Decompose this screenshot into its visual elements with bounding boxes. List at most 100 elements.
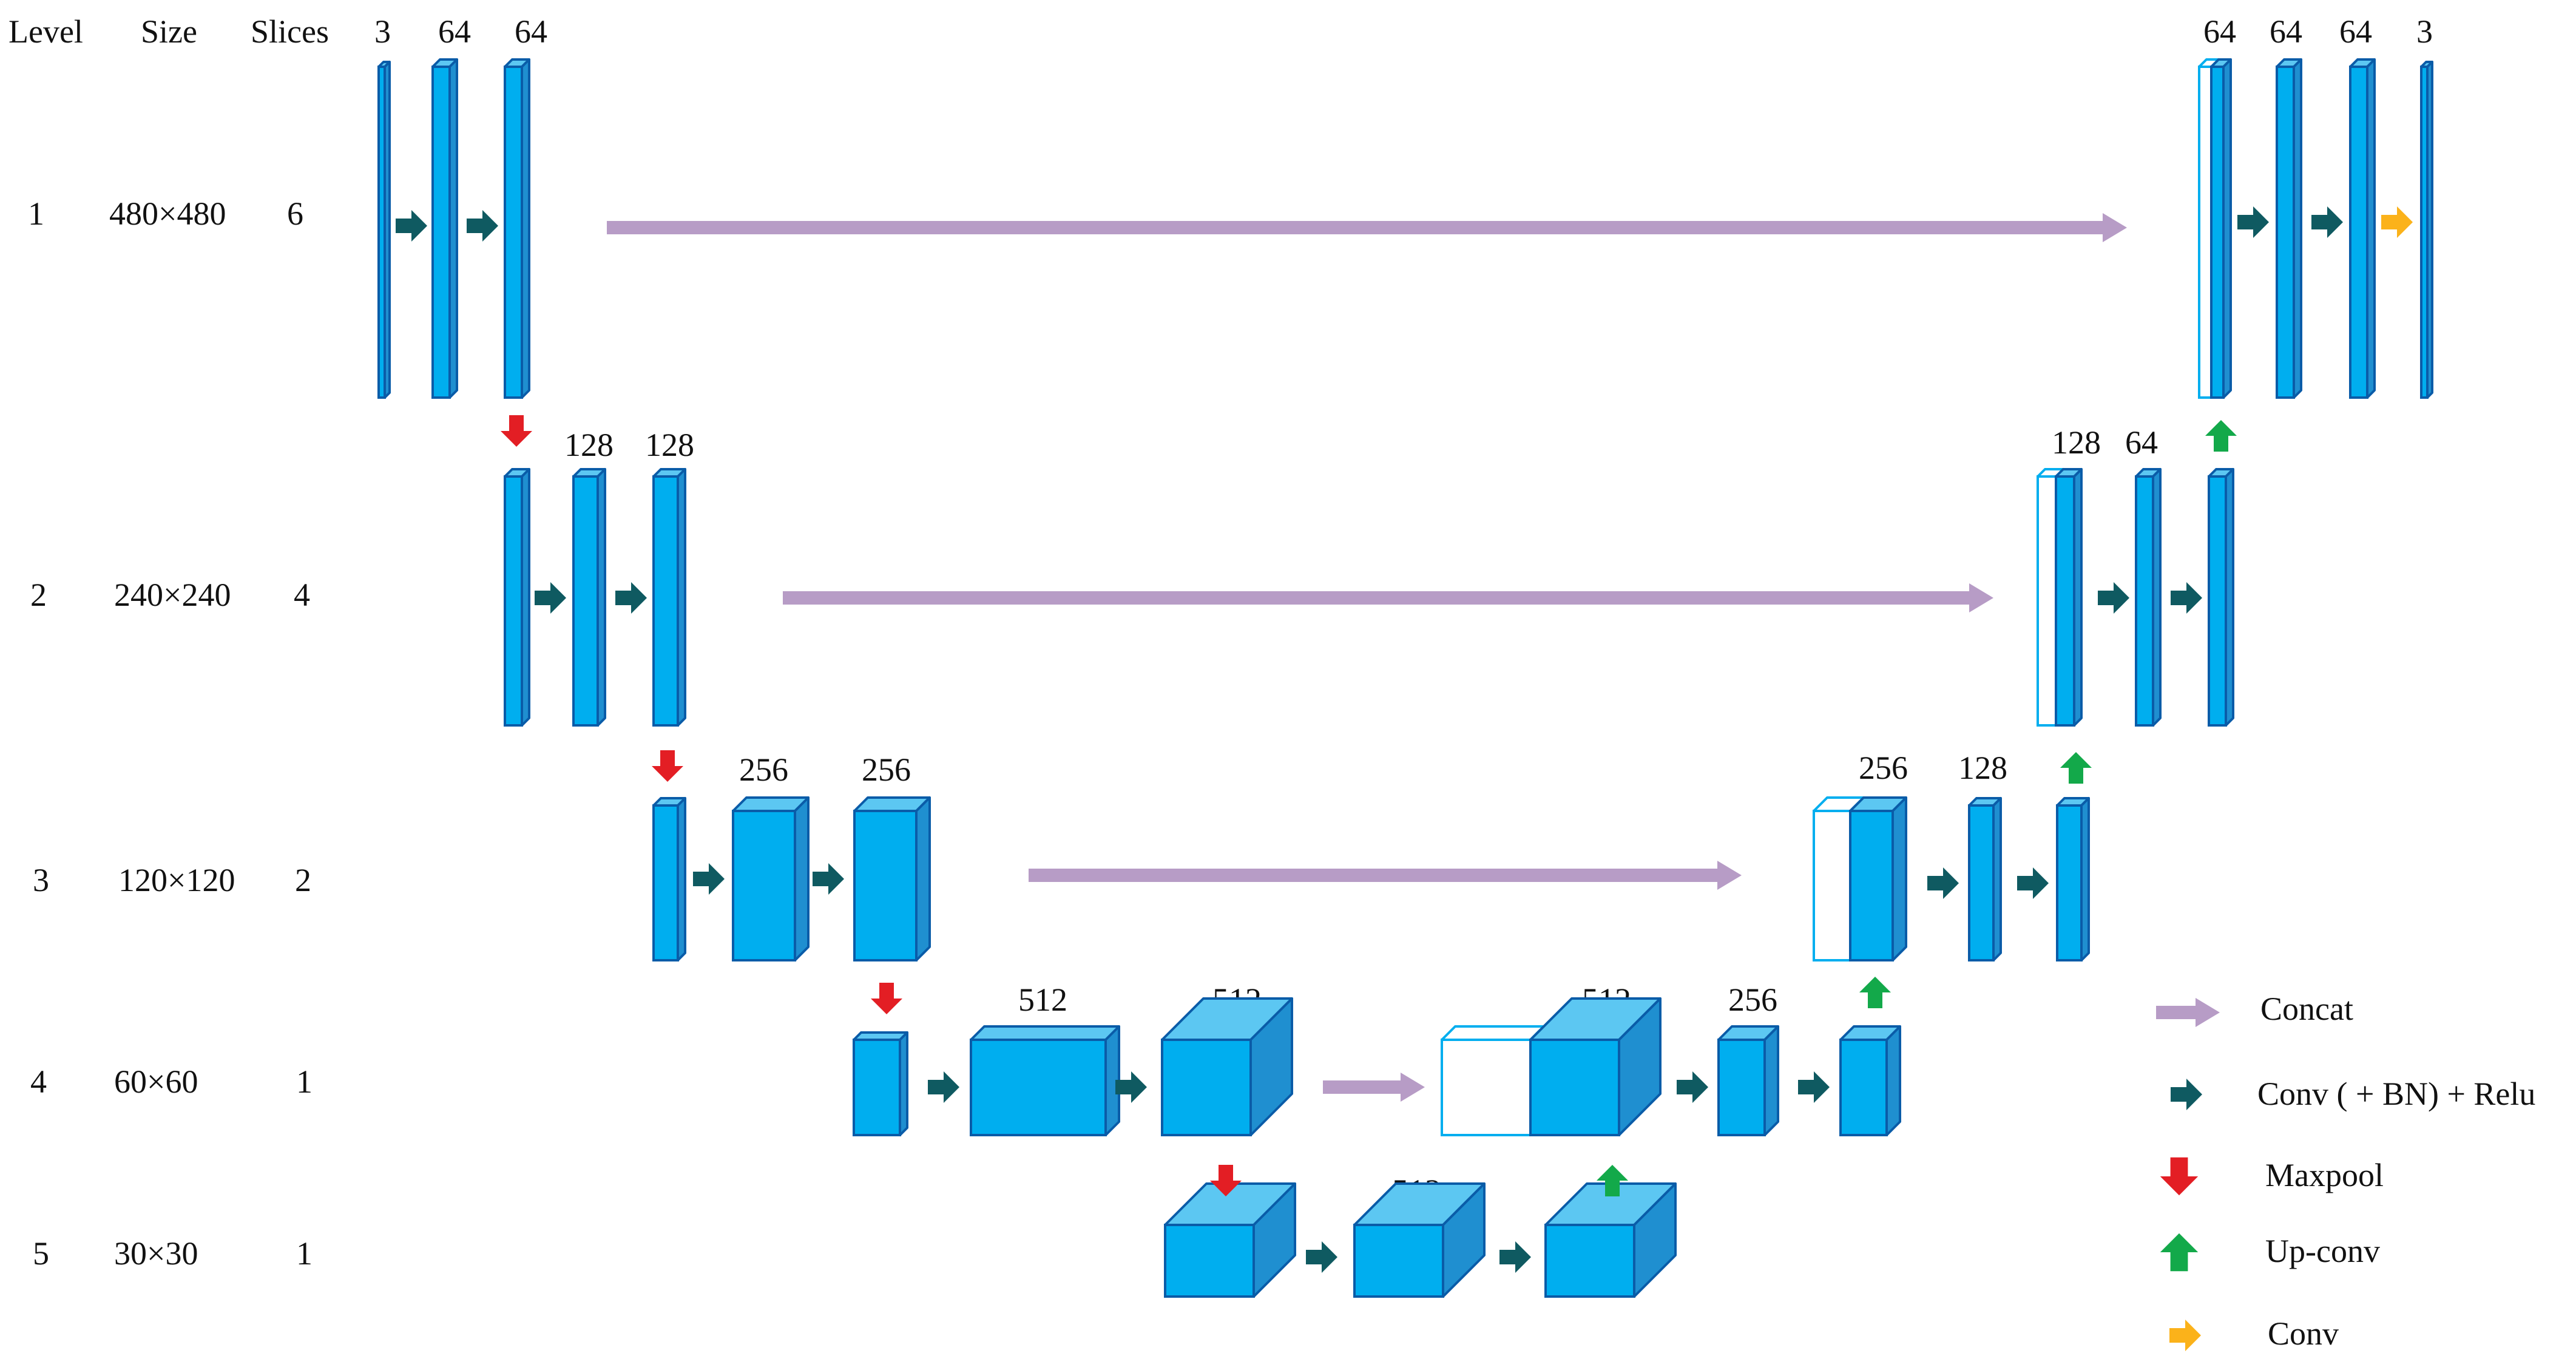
legend-label-maxpool: Maxpool [2265, 1157, 2384, 1193]
channel-label-l2-conv1: 128 [564, 427, 614, 463]
level-3-slices: 2 [295, 862, 311, 898]
block-l2-conv2 [652, 468, 686, 727]
channel-label-l1-conv1: 64 [438, 13, 471, 50]
block-l1-conv2 [504, 58, 530, 399]
level-2-size: 240×240 [114, 577, 231, 613]
maxpool-arrow-l4 [1210, 1165, 1242, 1196]
conv-bn-relu-arrow-l4-2 [1115, 1071, 1147, 1103]
channel-label-d4-conv: 256 [1728, 982, 1777, 1018]
level-5-size: 30×30 [114, 1235, 198, 1272]
header-slices: Slices [251, 13, 329, 50]
channel-label-l2-conv2: 128 [645, 427, 694, 463]
block-d3-up [1849, 796, 1907, 961]
legend [2156, 998, 2220, 1351]
legend-label-conv-bn-relu: Conv ( + BN) + Relu [2257, 1076, 2535, 1112]
block-d1-conv1 [2276, 58, 2302, 399]
conv-bn-relu-arrow-d3-1 [1927, 867, 1959, 899]
conv-bn-relu-arrow-l2-1 [535, 582, 566, 614]
level-3-size: 120×120 [118, 862, 235, 898]
level-2-slices: 4 [294, 577, 310, 613]
level-1-slices: 6 [287, 195, 303, 232]
block-d4-conv2 [1839, 1025, 1901, 1136]
conv-bn-relu-arrow-l3-1 [693, 863, 725, 895]
level-3-number: 3 [33, 862, 49, 898]
conv-bn-relu-arrow-l5-2 [1499, 1241, 1531, 1273]
level-4-number: 4 [30, 1063, 47, 1100]
concat-arrow-l2 [783, 583, 1993, 612]
conv-bn-relu-arrow-d3-2 [2017, 867, 2049, 899]
block-l3-conv1 [732, 796, 810, 961]
maxpool-arrow-l1 [501, 415, 532, 447]
block-d2-conv [2135, 468, 2162, 727]
channel-label-l3-conv2: 256 [862, 751, 911, 788]
conv-bn-relu-arrow-l3-2 [813, 863, 844, 895]
conv-bn-relu-arrow-d4-2 [1798, 1071, 1830, 1103]
block-d4-up [1529, 997, 1662, 1136]
channel-label-d1-conv2: 64 [2339, 13, 2372, 50]
level-1-size: 480×480 [109, 195, 226, 232]
block-d3-conv [1968, 797, 2002, 961]
legend-label-concat: Concat [2260, 991, 2353, 1027]
conv-bn-relu-arrow-d2-1 [2098, 582, 2129, 614]
conv-bn-relu-arrow-d4-1 [1677, 1071, 1708, 1103]
header-level: Level [8, 13, 83, 50]
block-l4-conv1 [970, 1025, 1120, 1136]
conv-bn-relu-arrow-l4-1 [928, 1071, 959, 1103]
channel-label-l3-conv1: 256 [739, 751, 788, 788]
block-l3-pooled [652, 797, 686, 961]
level-4-size: 60×60 [114, 1063, 198, 1100]
block-l2-pooled [504, 468, 530, 727]
level-5-number: 5 [33, 1235, 49, 1272]
block-d1-conv2 [2349, 58, 2376, 399]
conv-bn-relu-arrow-d1-2 [2311, 206, 2343, 238]
block-l4-pooled [853, 1031, 908, 1136]
concat-arrow-l3 [1029, 861, 1742, 890]
conv-bn-relu-arrow-d2-2 [2171, 582, 2202, 614]
block-l5-conv2 [1544, 1182, 1677, 1298]
block-d1-output [2420, 61, 2433, 399]
block-l4-conv2 [1161, 997, 1293, 1136]
upconv-arrow-l5 [1597, 1165, 1628, 1196]
channel-label-d1-output: 3 [2416, 13, 2433, 50]
upconv-arrow-d3 [2060, 752, 2092, 784]
concat-arrow-l1 [607, 213, 2127, 242]
block-l1-input [377, 61, 391, 399]
block-l5-conv1 [1353, 1182, 1486, 1298]
channel-label-d1-conv1: 64 [2270, 13, 2302, 50]
maxpool-arrow-l3 [871, 983, 902, 1014]
block-l5-pooled [1164, 1182, 1296, 1298]
block-d4-skip [1441, 1025, 1545, 1136]
channel-label-l4-conv1: 512 [1018, 982, 1067, 1018]
level-4-slices: 1 [296, 1063, 313, 1100]
upconv-arrow-icon [2160, 1233, 2199, 1272]
conv-arrow-icon [2169, 1320, 2201, 1351]
channel-label-d2-concat: 128 [2052, 424, 2101, 461]
channel-label-d3-conv: 128 [1958, 750, 2007, 786]
channel-label-d3-concat: 256 [1859, 750, 1908, 786]
block-d1-up [2210, 58, 2232, 399]
conv-arrow-d1-output [2381, 206, 2413, 238]
block-d3-conv2 [2056, 797, 2090, 961]
upconv-arrow-d4 [1859, 977, 1891, 1008]
block-l2-conv1 [572, 468, 606, 727]
level-1-number: 1 [28, 195, 44, 232]
block-d4-conv [1717, 1025, 1779, 1136]
maxpool-arrow-l2 [652, 750, 683, 782]
channel-label-d1-concat: 64 [2203, 13, 2236, 50]
upconv-arrow-d2 [2205, 420, 2237, 452]
block-l3-conv2 [853, 796, 931, 961]
level-2-number: 2 [30, 577, 47, 613]
conv-bn-relu-arrow-l5-1 [1306, 1241, 1337, 1273]
legend-label-up-conv: Up-conv [2265, 1233, 2380, 1269]
conv-bn-relu-arrow-l1-2 [467, 210, 498, 242]
conv-bn-relu-arrow-d1-1 [2237, 206, 2269, 238]
block-l1-conv1 [431, 58, 458, 399]
channel-label-l1-conv2: 64 [515, 13, 547, 50]
conv-bn-relu-arrow-l2-2 [615, 582, 647, 614]
level-5-slices: 1 [296, 1235, 313, 1272]
channel-label-l1-input: 3 [374, 13, 391, 50]
concat-arrow-icon [2156, 998, 2220, 1027]
maxpool-arrow-icon [2160, 1157, 2199, 1196]
conv-bn-relu-arrow-l1-1 [396, 210, 427, 242]
